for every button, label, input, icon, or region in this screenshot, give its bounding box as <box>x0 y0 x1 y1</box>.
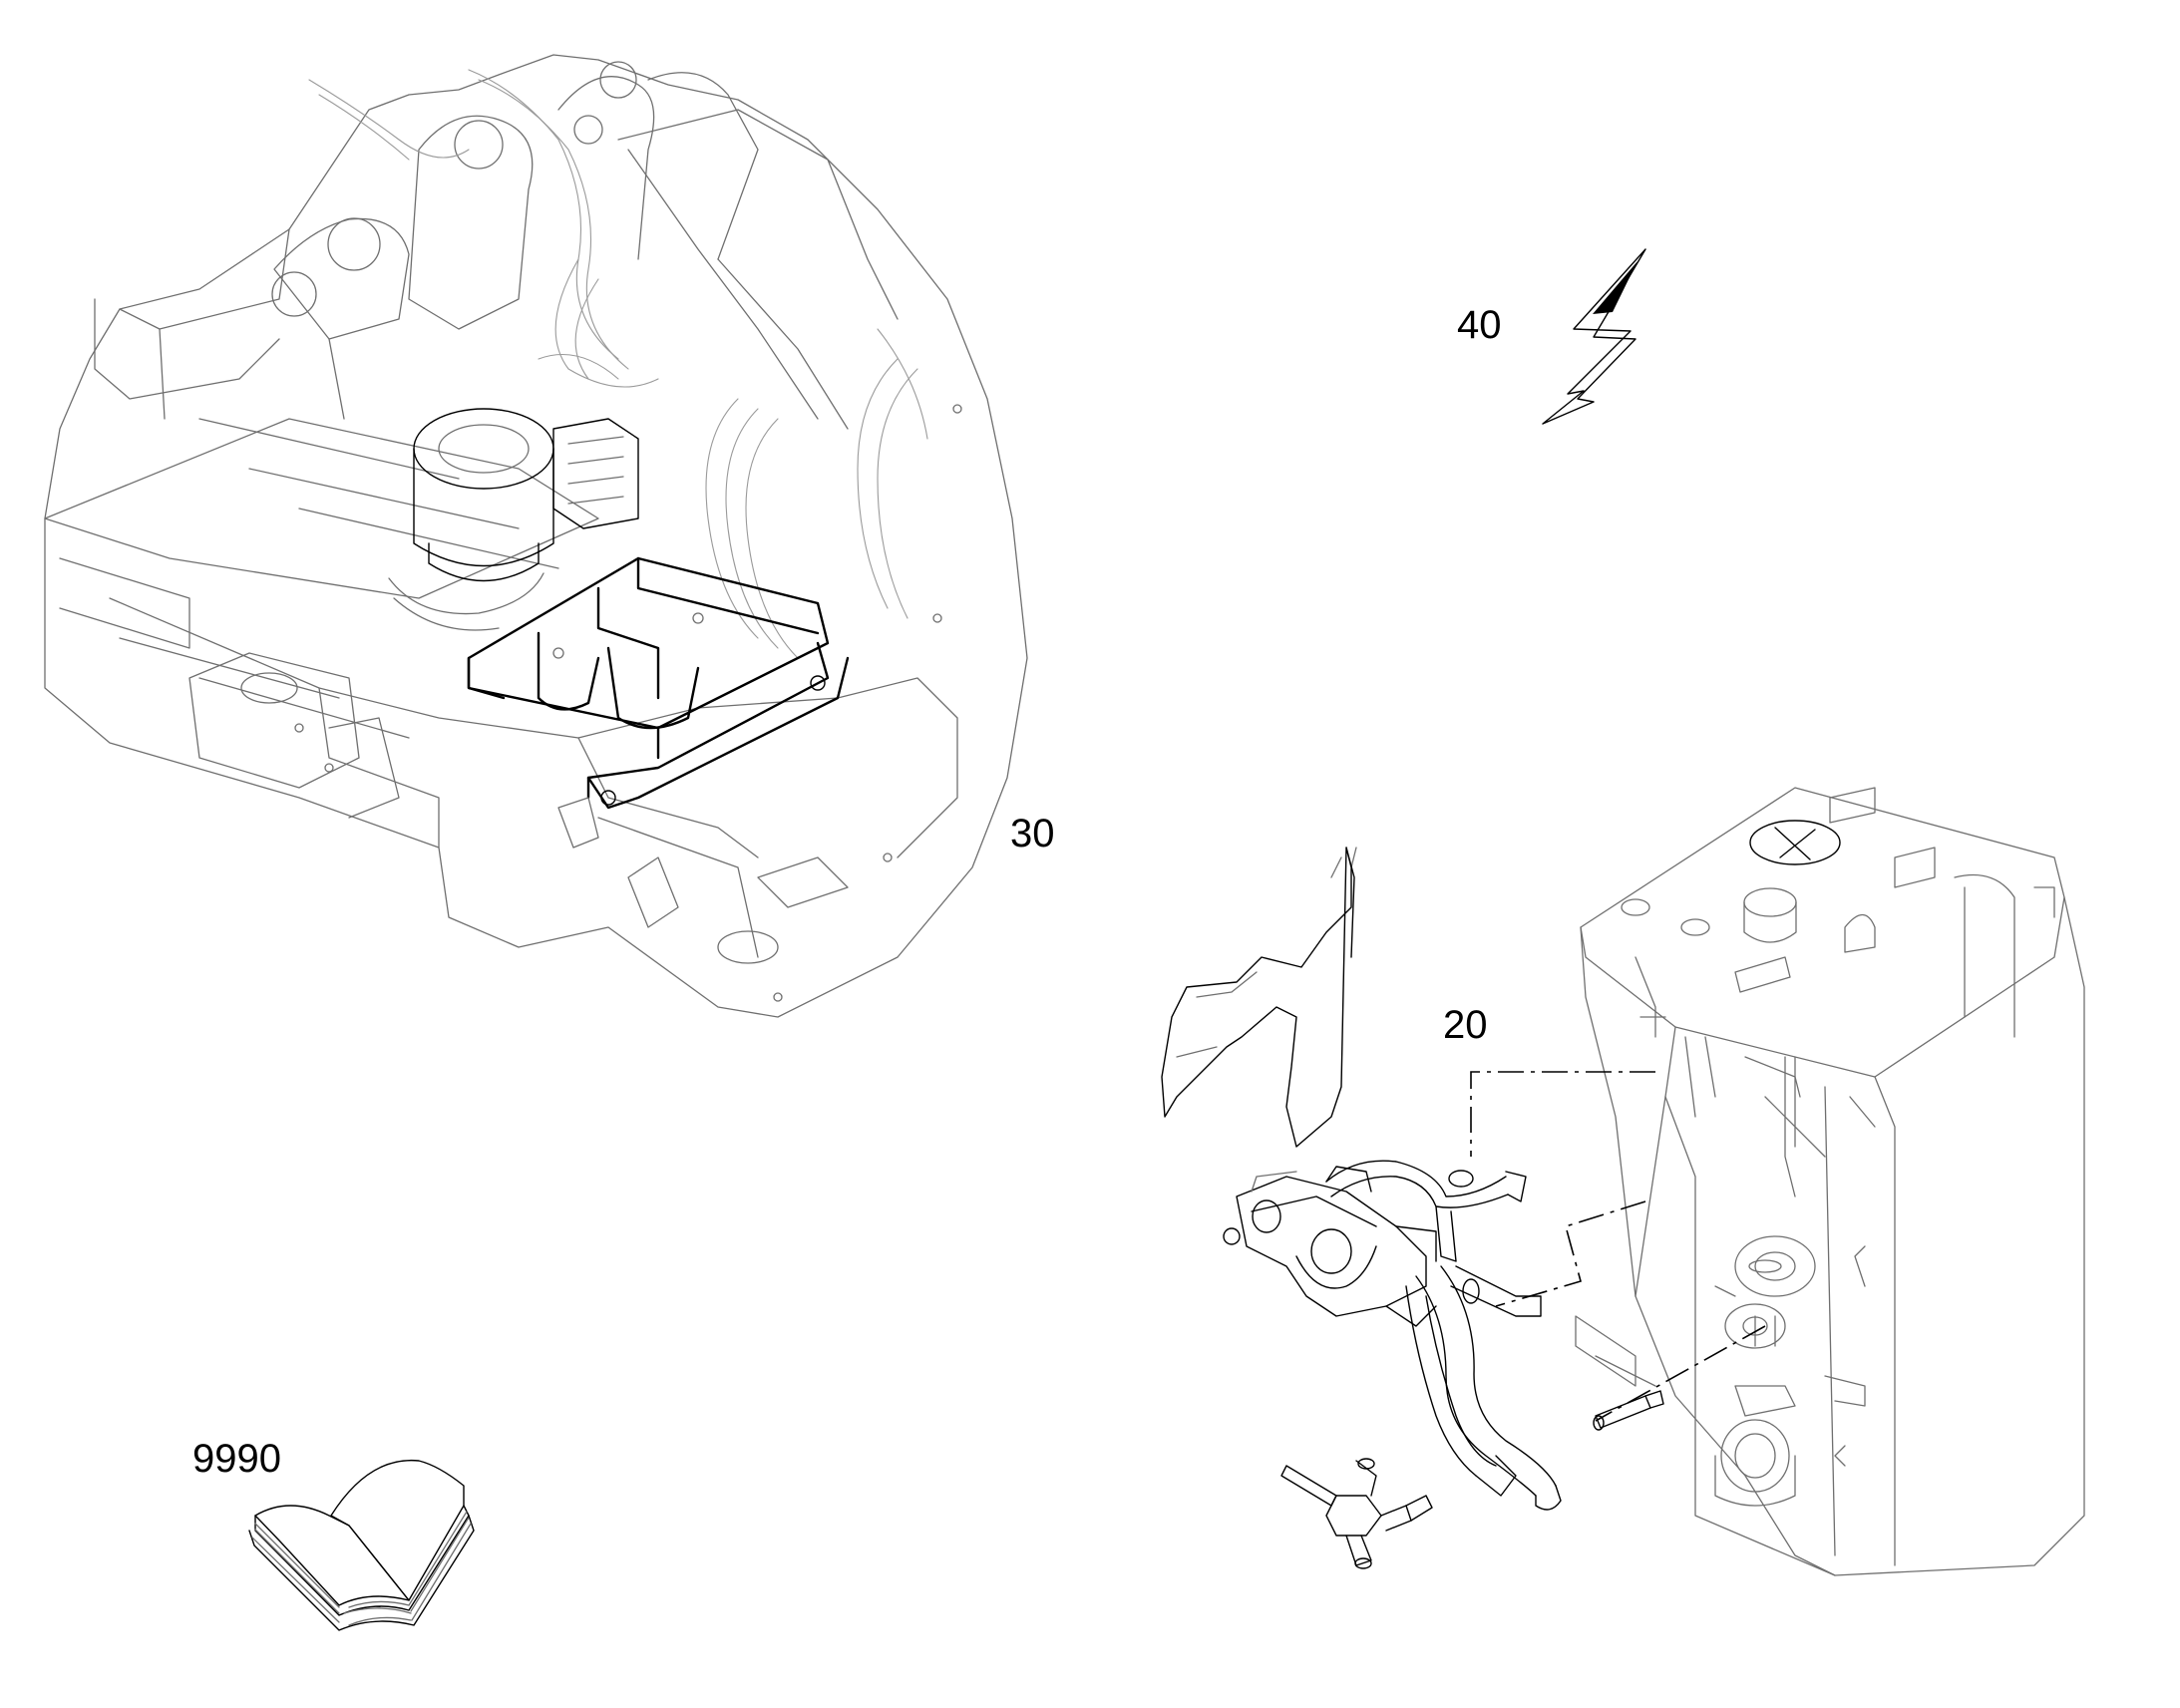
lightning-bolt-icon <box>1542 248 1646 425</box>
callout-9990[interactable]: 9990 <box>192 1437 281 1481</box>
tank-hose-assembly-drawing <box>1161 787 2085 1576</box>
callout-40[interactable]: 40 <box>1457 303 1502 347</box>
callout-20[interactable]: 20 <box>1443 1003 1488 1047</box>
open-book-icon <box>248 1459 475 1631</box>
frame-assembly-drawing <box>44 54 1028 1018</box>
callout-30[interactable]: 30 <box>1010 812 1055 855</box>
